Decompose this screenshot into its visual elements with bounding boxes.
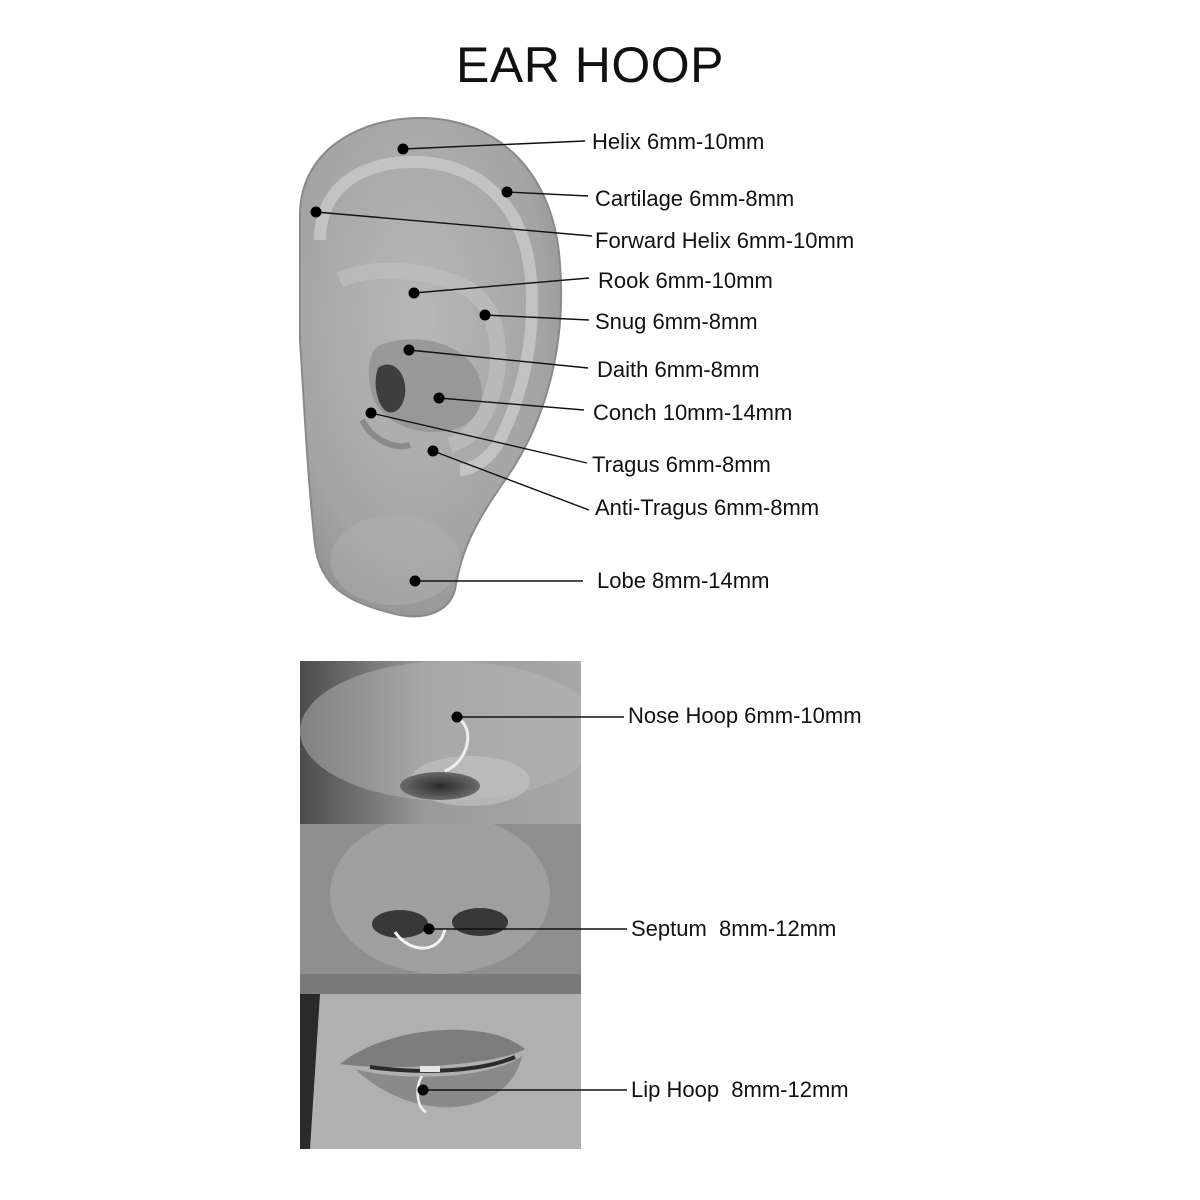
label-snug: Snug 6mm-8mm [595, 309, 758, 334]
dot-daith [403, 344, 415, 356]
ear-helix-fold [314, 155, 538, 476]
dot-lip-hoop [417, 1084, 429, 1096]
dot-snug [479, 309, 491, 321]
label-nose-hoop: Nose Hoop 6mm-10mm [628, 703, 862, 728]
dot-tragus [365, 407, 377, 419]
nose-photo [300, 661, 581, 824]
page-title: EAR HOOP [456, 37, 724, 93]
label-cartilage: Cartilage 6mm-8mm [595, 186, 795, 211]
label-helix: Helix 6mm-10mm [592, 129, 765, 154]
label-septum: Septum 8mm-12mm [631, 916, 837, 941]
dot-nose-hoop [451, 711, 463, 723]
ear-canal [375, 364, 406, 413]
septum-photo [300, 824, 581, 994]
dot-lobe [409, 575, 421, 587]
lip-photo [300, 994, 581, 1149]
ear-lobe-shade [330, 515, 460, 605]
label-anti-tragus: Anti-Tragus 6mm-8mm [595, 495, 820, 520]
label-conch: Conch 10mm-14mm [593, 400, 793, 425]
dot-conch [433, 392, 445, 404]
dot-septum [423, 923, 435, 935]
label-forward-helix: Forward Helix 6mm-10mm [595, 228, 855, 253]
dot-cartilage [501, 186, 513, 198]
label-daith: Daith 6mm-8mm [597, 357, 760, 382]
dot-rook [408, 287, 420, 299]
label-lip-hoop: Lip Hoop 8mm-12mm [631, 1077, 849, 1102]
ear-antihelix [336, 262, 507, 453]
dot-anti-tragus [427, 445, 439, 457]
label-rook: Rook 6mm-10mm [598, 268, 773, 293]
label-tragus: Tragus 6mm-8mm [592, 452, 771, 477]
dot-helix [397, 143, 409, 155]
label-lobe: Lobe 8mm-14mm [597, 568, 770, 593]
dot-forward-helix [310, 206, 322, 218]
ear-tragus [359, 418, 411, 450]
